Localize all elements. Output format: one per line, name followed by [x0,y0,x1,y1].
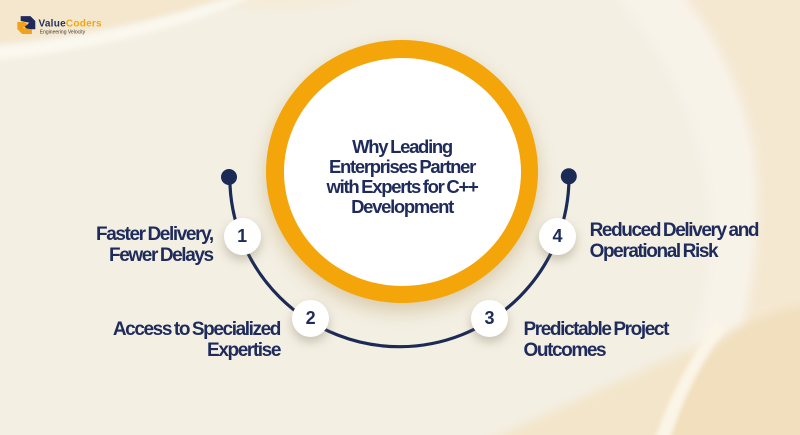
svg-text:ValueCoders: ValueCoders [39,18,103,29]
svg-text:Engineering Velocity: Engineering Velocity [40,29,86,35]
